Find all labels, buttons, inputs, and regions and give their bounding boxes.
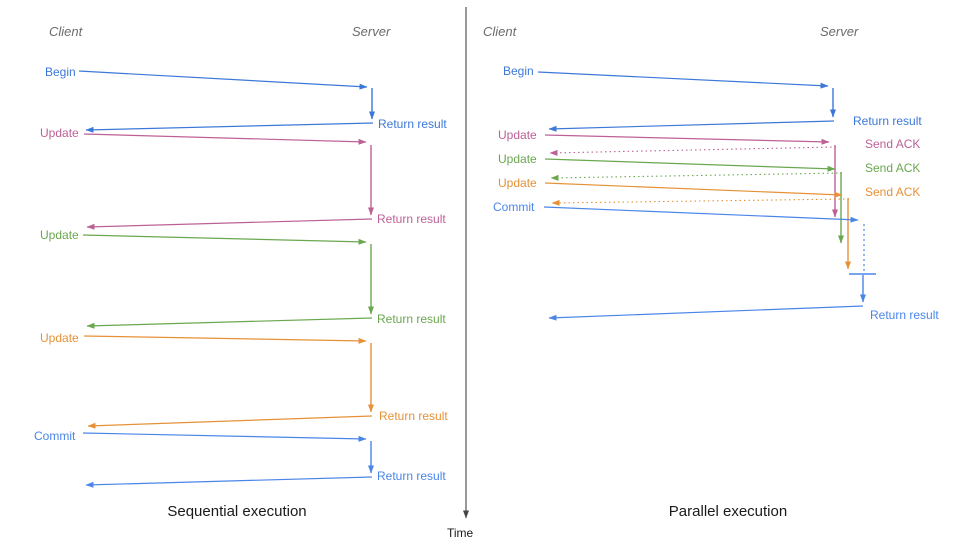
update3-ack-label: Send ACK	[865, 185, 920, 199]
update3-request-arrow	[544, 182, 843, 198]
begin-response-arrow	[85, 122, 374, 133]
right-panel: Client Server Begin Return result Update…	[483, 24, 939, 520]
right-message-update3: Update Send ACK	[498, 176, 920, 270]
update2-ack-label: Send ACK	[865, 161, 920, 175]
begin-return-label: Return result	[853, 114, 922, 128]
commit-return-label: Return result	[870, 308, 939, 322]
update2-return-label: Return result	[377, 312, 446, 326]
update2-request-arrow	[82, 234, 367, 245]
update2-request-arrow	[544, 158, 836, 172]
left-message-commit: Commit Return result	[34, 429, 446, 488]
begin-label: Begin	[503, 64, 534, 78]
left-message-update2: Update Return result	[40, 228, 446, 329]
left-panel: Client Server Begin Return result Update…	[34, 24, 448, 520]
commit-label: Commit	[493, 200, 535, 214]
right-server-header: Server	[820, 24, 859, 39]
update1-request-arrow	[544, 134, 830, 145]
update3-ack-arrow	[551, 198, 850, 206]
update3-label: Update	[40, 331, 79, 345]
left-message-begin: Begin Return result	[45, 65, 447, 133]
update1-ack-label: Send ACK	[865, 137, 920, 151]
left-client-header: Client	[49, 24, 84, 39]
begin-label: Begin	[45, 65, 76, 79]
right-message-update1: Update Send ACK	[498, 128, 920, 218]
right-message-begin: Begin Return result	[503, 64, 922, 132]
begin-return-label: Return result	[378, 117, 447, 131]
time-axis-label: Time	[447, 526, 474, 540]
update1-label: Update	[498, 128, 537, 142]
update1-ack-arrow	[549, 146, 837, 156]
begin-request-arrow	[78, 70, 368, 90]
right-panel-caption: Parallel execution	[669, 503, 787, 520]
begin-response-arrow	[548, 120, 835, 132]
update3-response-arrow	[87, 415, 373, 429]
left-message-update3: Update Return result	[40, 331, 448, 429]
left-message-update1: Update Return result	[40, 126, 446, 230]
time-axis: Time	[447, 7, 474, 540]
commit-response-arrow	[85, 476, 373, 488]
commit-request-arrow	[543, 206, 859, 223]
update1-response-arrow	[86, 218, 373, 230]
right-client-header: Client	[483, 24, 518, 39]
commit-response-arrow	[548, 305, 864, 321]
left-panel-caption: Sequential execution	[167, 503, 306, 520]
commit-request-arrow	[82, 432, 367, 442]
left-server-header: Server	[352, 24, 391, 39]
update1-label: Update	[40, 126, 79, 140]
update3-request-arrow	[83, 335, 367, 344]
commit-label: Commit	[34, 429, 76, 443]
update2-label: Update	[40, 228, 79, 242]
commit-return-label: Return result	[377, 469, 446, 483]
update3-label: Update	[498, 176, 537, 190]
update2-label: Update	[498, 152, 537, 166]
right-message-commit: Commit Return result	[493, 200, 939, 322]
update2-ack-arrow	[550, 172, 843, 181]
right-message-update2: Update Send ACK	[498, 152, 920, 244]
update2-response-arrow	[86, 317, 373, 329]
begin-request-arrow	[537, 71, 829, 89]
update3-return-label: Return result	[379, 409, 448, 423]
update1-request-arrow	[83, 133, 367, 145]
update1-return-label: Return result	[377, 212, 446, 226]
